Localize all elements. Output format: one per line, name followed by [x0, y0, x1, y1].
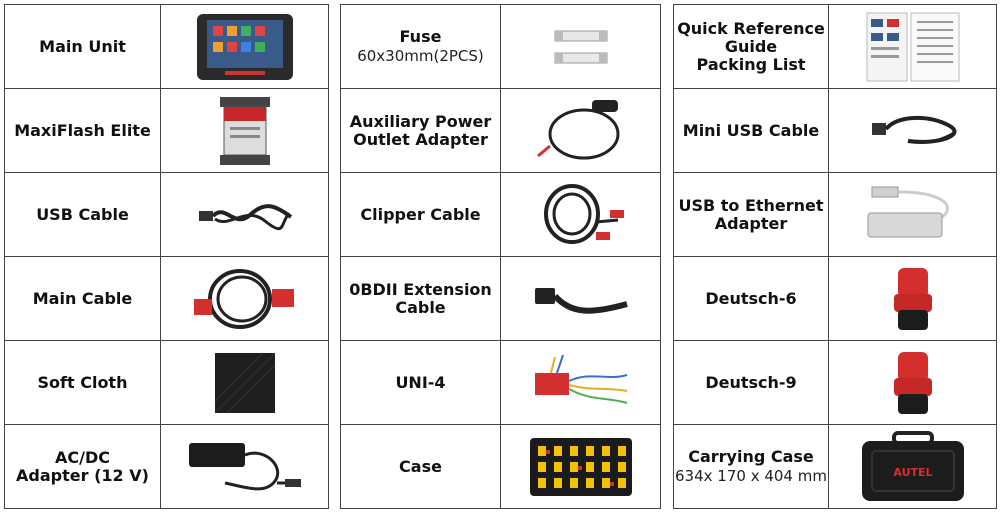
item-image-cell [160, 340, 329, 425]
item-label-cell: Main Cable [4, 256, 161, 341]
adapter-case-icon [529, 437, 632, 496]
item-label-cell: USB Cable [4, 172, 161, 257]
item-image-cell [500, 4, 661, 89]
item-label-cell: Deutsch-9 [673, 340, 829, 425]
item-label: 0BDII Extension Cable [349, 279, 492, 317]
item-image-cell [160, 256, 329, 341]
tablet-icon [196, 13, 293, 80]
table-row: UNI-4 [340, 340, 661, 425]
item-label: Auxiliary Power Outlet Adapter [349, 111, 492, 149]
clipper-cable-icon [543, 183, 624, 244]
booklet-icon [866, 12, 959, 81]
item-label: Main Unit [39, 36, 126, 56]
item-label-cell: Quick Reference Guide Packing List [673, 4, 829, 89]
table-row: MaxiFlash Elite [4, 88, 329, 173]
table-row: USB Cable [4, 172, 329, 257]
item-image-cell [828, 172, 997, 257]
table-row: Auxiliary Power Outlet Adapter [340, 88, 661, 173]
cloth-icon [214, 352, 275, 413]
table-row: AC/DC Adapter (12 V) [4, 424, 329, 509]
item-image-cell [160, 4, 329, 89]
item-label-cell: 0BDII Extension Cable [340, 256, 501, 341]
item-label: Mini USB Cable [682, 120, 820, 140]
power-adapter-icon [188, 442, 301, 490]
item-label-cell: MaxiFlash Elite [4, 88, 161, 173]
item-label: Deutsch-9 [705, 372, 797, 392]
item-image-cell [500, 172, 661, 257]
usb-cable-icon [198, 203, 292, 230]
item-label: USB to Ethernet Adapter [678, 195, 824, 233]
item-image-cell [500, 256, 661, 341]
carrying-case-icon: AUTEL [861, 430, 964, 501]
obd-extension-icon [534, 287, 628, 314]
item-sublabel: 634x 170 x 404 mm [675, 466, 827, 485]
table-row: Case [340, 424, 661, 509]
item-image-cell [160, 424, 329, 509]
item-label-cell: UNI-4 [340, 340, 501, 425]
item-image-cell: AUTEL [828, 424, 997, 509]
item-label: AC/DC Adapter (12 V) [16, 447, 149, 485]
item-label-cell: Main Unit [4, 4, 161, 89]
table-row: Quick Reference Guide Packing List [673, 4, 997, 89]
item-label: Carrying Case [688, 446, 814, 466]
item-label: Quick Reference Guide Packing List [677, 18, 825, 74]
item-sublabel: 60x30mm(2PCS) [357, 46, 484, 65]
item-image-cell [828, 256, 997, 341]
item-label-cell: USB to Ethernet Adapter [673, 172, 829, 257]
item-label: Clipper Cable [360, 204, 481, 224]
table-row: Carrying Case 634x 170 x 404 mm AUTEL [673, 424, 997, 509]
packing-table-col-2: Fuse 60x30mm(2PCS) Auxiliary Power Outle… [340, 4, 661, 509]
item-label-cell: Soft Cloth [4, 340, 161, 425]
deutsch-connector-icon [893, 267, 932, 330]
usb-ethernet-icon [867, 186, 949, 237]
item-image-cell [500, 340, 661, 425]
item-label-cell: AC/DC Adapter (12 V) [4, 424, 161, 509]
vci-device-icon [219, 96, 270, 165]
table-row: Main Cable [4, 256, 329, 341]
item-label: USB Cable [36, 204, 129, 224]
uni4-connector-icon [534, 354, 627, 404]
main-cable-icon [193, 268, 294, 329]
table-row: Fuse 60x30mm(2PCS) [340, 4, 661, 89]
deutsch-connector-icon [893, 351, 932, 414]
table-row: Deutsch-6 [673, 256, 997, 341]
item-image-cell [828, 88, 997, 173]
item-label-cell: Fuse 60x30mm(2PCS) [340, 4, 501, 89]
table-row: Mini USB Cable [673, 88, 997, 173]
table-row: Clipper Cable [340, 172, 661, 257]
mini-usb-cable-icon [871, 115, 956, 144]
item-label-cell: Auxiliary Power Outlet Adapter [340, 88, 501, 173]
item-image-cell [828, 4, 997, 89]
item-label: UNI-4 [395, 372, 446, 392]
packing-table-col-1: Main Unit MaxiFlash Elite [4, 4, 329, 509]
table-row: USB to Ethernet Adapter [673, 172, 997, 257]
item-image-cell [500, 88, 661, 173]
item-image-cell [828, 340, 997, 425]
item-label-cell: Case [340, 424, 501, 509]
brand-logo-text: AUTEL [893, 466, 932, 479]
item-image-cell [160, 88, 329, 173]
item-label-cell: Clipper Cable [340, 172, 501, 257]
item-label: Fuse [399, 26, 442, 46]
item-label: Deutsch-6 [705, 288, 797, 308]
item-image-cell [160, 172, 329, 257]
table-row: Deutsch-9 [673, 340, 997, 425]
item-label: Soft Cloth [37, 372, 128, 392]
table-row: 0BDII Extension Cable [340, 256, 661, 341]
item-label: MaxiFlash Elite [14, 120, 151, 140]
item-label-cell: Deutsch-6 [673, 256, 829, 341]
item-label-cell: Carrying Case 634x 170 x 404 mm [673, 424, 829, 509]
item-label-cell: Mini USB Cable [673, 88, 829, 173]
item-image-cell [500, 424, 661, 509]
item-label: Main Cable [32, 288, 133, 308]
fuse-icon [554, 30, 607, 63]
table-row: Soft Cloth [4, 340, 329, 425]
table-row: Main Unit [4, 4, 329, 89]
cigarette-adapter-icon [536, 99, 619, 159]
packing-table-col-3: Quick Reference Guide Packing List Mini … [673, 4, 997, 509]
item-label: Case [399, 456, 442, 476]
